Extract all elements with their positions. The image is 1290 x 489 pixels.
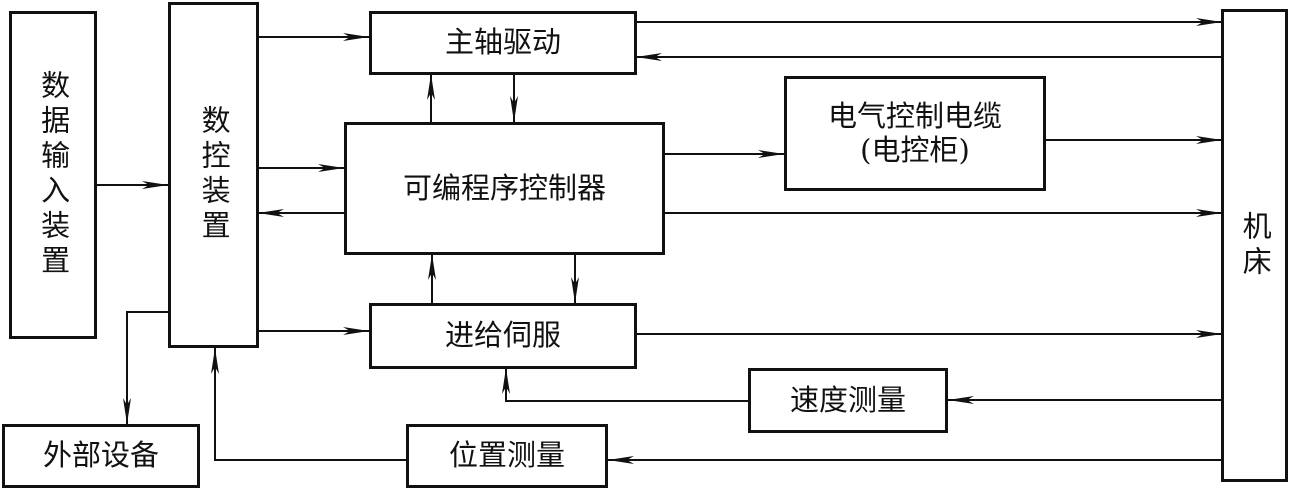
plc-label: 可编程序控制器 <box>402 170 606 205</box>
electrical-cable-box: 电气控制电缆 (电控柜) <box>784 76 1046 191</box>
position-measure-box: 位置测量 <box>406 424 608 488</box>
arrow-cnc-to-external <box>123 311 168 424</box>
plc-box: 可编程序控制器 <box>344 122 665 255</box>
machine-tool-box: 机床 <box>1221 9 1288 482</box>
external-device-box: 外部设备 <box>2 424 200 488</box>
spindle-drive-label: 主轴驱动 <box>444 25 561 60</box>
cnc-label: 数控装置 <box>197 105 232 245</box>
feed-servo-box: 进给伺服 <box>369 303 637 369</box>
electrical-cabinet-label: (电控柜) <box>860 132 970 167</box>
external-device-label: 外部设备 <box>42 438 159 473</box>
spindle-drive-box: 主轴驱动 <box>369 11 637 75</box>
arrow-position-to-cnc <box>211 348 407 461</box>
machine-tool-label: 机床 <box>1238 210 1273 281</box>
position-measure-label: 位置测量 <box>448 438 565 473</box>
electrical-cable-label: 电气控制电缆 <box>827 99 1002 134</box>
feed-servo-label: 进给伺服 <box>444 318 561 353</box>
arrow-speed-to-feed <box>502 368 750 402</box>
data-input-label: 数据输入装置 <box>36 70 71 280</box>
speed-measure-box: 速度测量 <box>748 368 948 433</box>
data-input-box: 数据输入装置 <box>9 11 97 339</box>
cnc-box: 数控装置 <box>168 2 259 348</box>
speed-measure-label: 速度测量 <box>789 382 906 417</box>
